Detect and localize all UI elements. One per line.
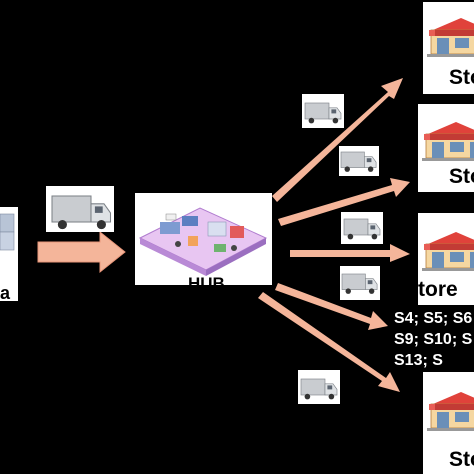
store-codes: S4; S5; S6 S9; S10; S S13; S	[394, 308, 472, 371]
arrow-hub-to-store-1	[272, 78, 403, 202]
hub-label: HUB	[188, 274, 225, 293]
store-codes-line-1: S4; S5; S6	[394, 310, 473, 327]
store-codes-line-3: S13; S	[394, 352, 443, 369]
store-label-1: Sto	[449, 66, 474, 89]
arrow-hub-to-store-2	[278, 178, 410, 226]
hub-illustration-icon	[138, 207, 268, 276]
store-codes-line-2: S9; S10; S	[394, 331, 473, 348]
store-label-3: Store	[404, 278, 458, 301]
origin-label: a	[0, 283, 11, 303]
store-label-2: Sto	[449, 165, 474, 188]
arrow-hub-to-store-3	[290, 244, 410, 262]
arrow-origin-to-hub	[37, 230, 126, 274]
arrow-hub-to-store-4	[275, 283, 388, 330]
store-label-4: Sto	[449, 448, 474, 471]
arrow-hub-to-store-5	[258, 292, 400, 392]
